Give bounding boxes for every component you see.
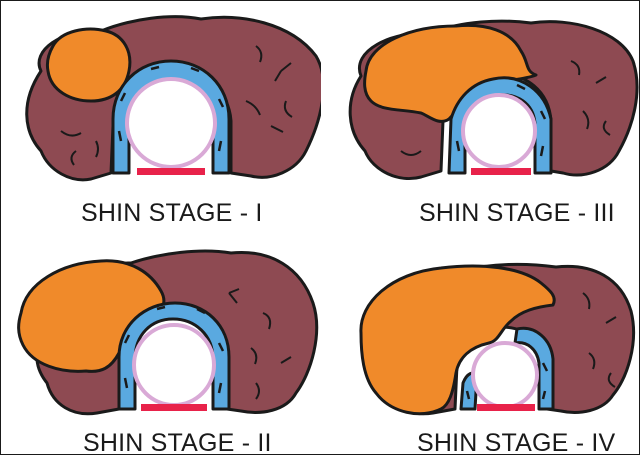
panel-stage-2: SHIN STAGE - II xyxy=(1,233,321,455)
vessel-lumen xyxy=(134,325,214,405)
panel-stage-1: SHIN STAGE - I xyxy=(1,1,321,231)
stage-4-illustration xyxy=(321,233,639,455)
vessel-base xyxy=(141,404,207,411)
stage-2-illustration xyxy=(1,233,321,455)
stage-4-caption: SHIN STAGE - IV xyxy=(417,429,615,455)
stage-3-caption: SHIN STAGE - III xyxy=(419,199,615,228)
stage-1-illustration xyxy=(1,1,321,231)
panel-stage-4: SHIN STAGE - IV xyxy=(321,233,639,455)
vessel-base xyxy=(471,168,531,175)
stage-1-caption: SHIN STAGE - I xyxy=(81,199,263,228)
stage-3-illustration xyxy=(321,1,639,231)
vessel-base xyxy=(137,168,205,175)
vessel-base xyxy=(477,404,535,411)
panel-stage-3: SHIN STAGE - III xyxy=(321,1,639,231)
vessel-lumen xyxy=(127,79,215,167)
tumor-mass xyxy=(47,29,130,101)
stage-2-caption: SHIN STAGE - II xyxy=(83,429,272,455)
vessel-lumen xyxy=(463,95,535,167)
vessel-lumen xyxy=(473,343,537,407)
